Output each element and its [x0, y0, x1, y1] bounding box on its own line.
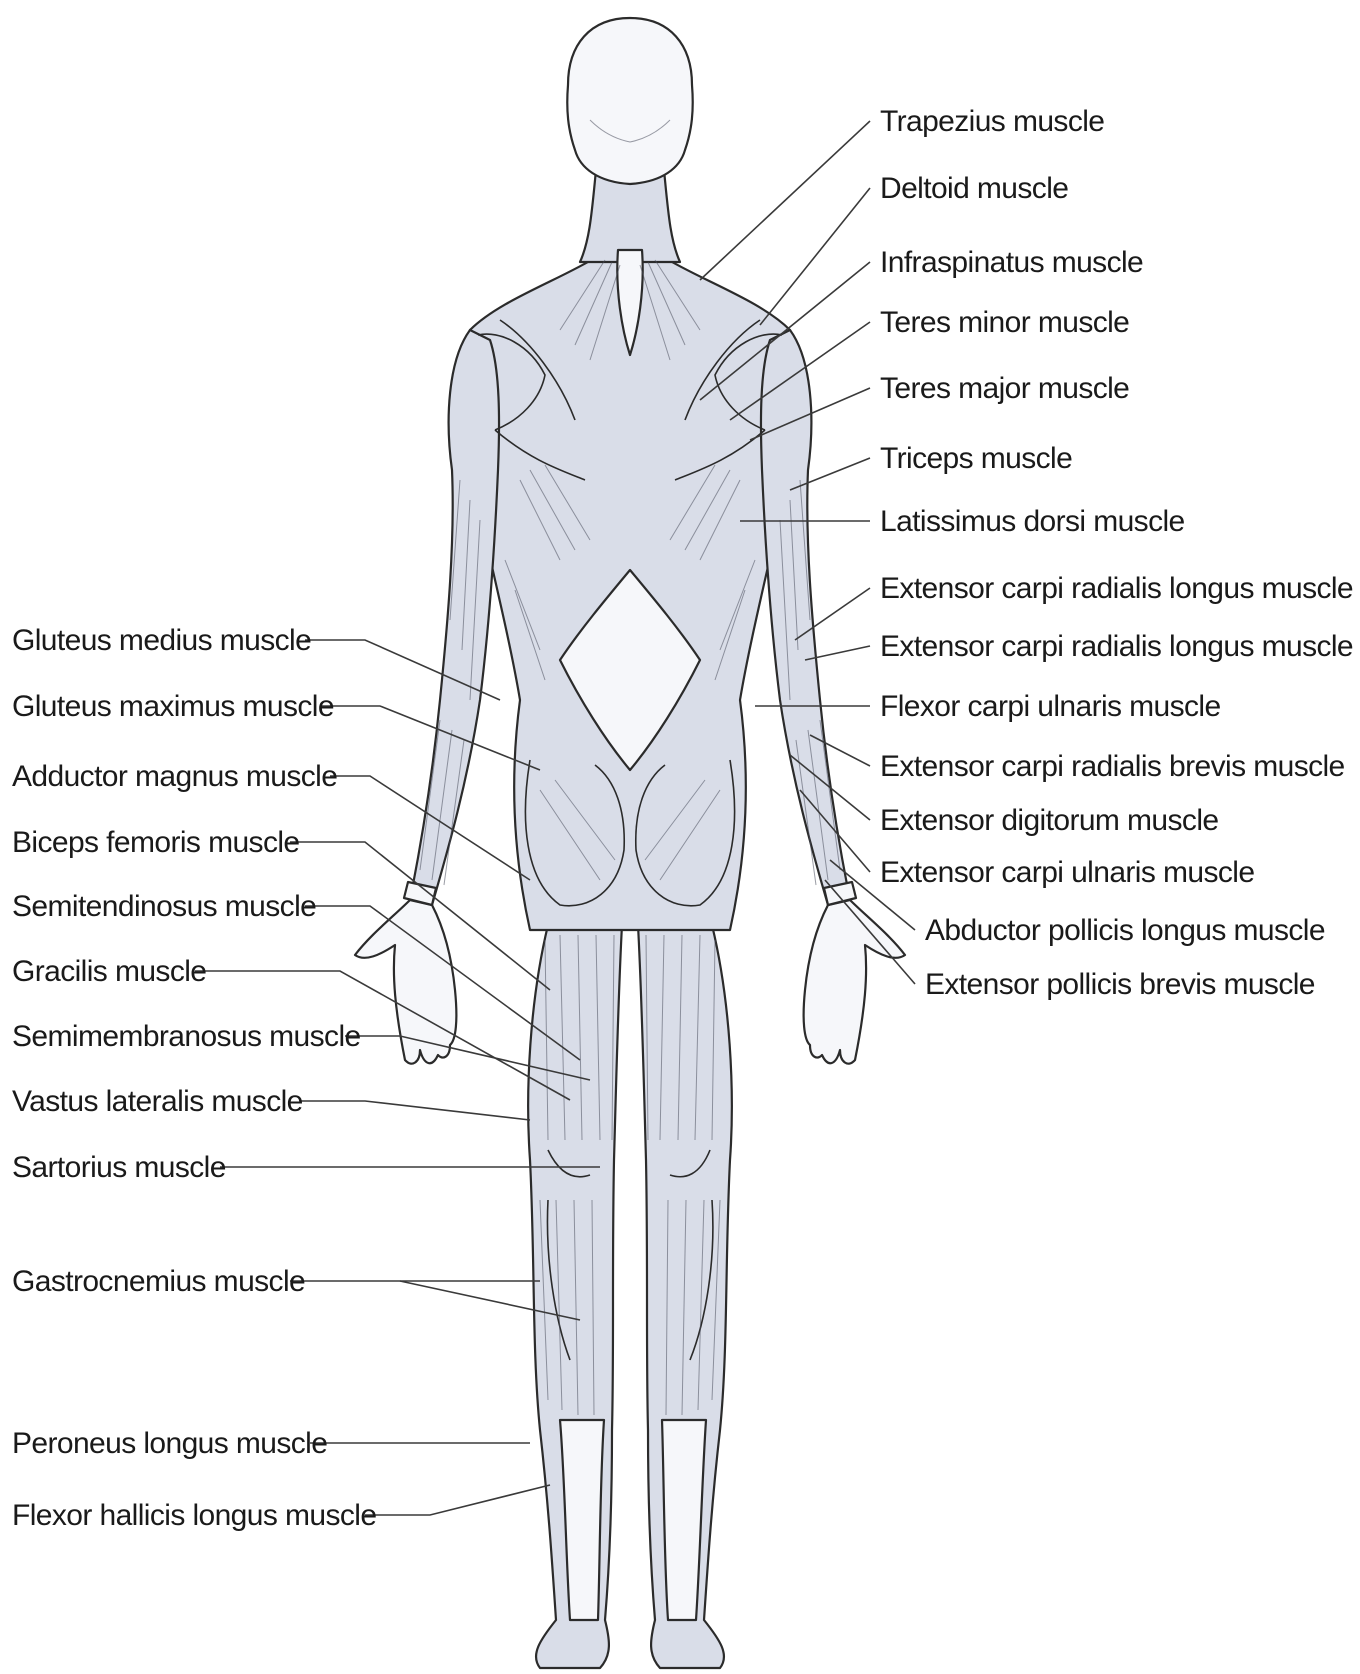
label-extensor-digitorum: Extensor digitorum muscle: [880, 804, 1218, 837]
label-deltoid: Deltoid muscle: [880, 172, 1068, 205]
label-vastus-lateralis: Vastus lateralis muscle: [12, 1085, 303, 1118]
leader-vastus-lateralis: [300, 1101, 530, 1120]
label-extensor-carpi-ulnaris: Extensor carpi ulnaris muscle: [880, 856, 1254, 889]
label-teres-major: Teres major muscle: [880, 372, 1129, 405]
label-gluteus-maximus: Gluteus maximus muscle: [12, 690, 334, 723]
label-gastrocnemius: Gastrocnemius muscle: [12, 1265, 305, 1298]
left-arm: [410, 330, 499, 905]
labels-left: Gluteus medius muscle Gluteus maximus mu…: [12, 624, 376, 1532]
head: [567, 18, 692, 184]
label-abductor-pollicis-longus: Abductor pollicis longus muscle: [925, 914, 1325, 947]
label-gluteus-medius: Gluteus medius muscle: [12, 624, 311, 657]
label-triceps: Triceps muscle: [880, 442, 1072, 475]
label-gracilis: Gracilis muscle: [12, 955, 206, 988]
label-latissimus-dorsi: Latissimus dorsi muscle: [880, 505, 1185, 538]
label-adductor-magnus: Adductor magnus muscle: [12, 760, 337, 793]
left-hand: [355, 900, 456, 1064]
label-extensor-carpi-radialis-longus-1: Extensor carpi radialis longus muscle: [880, 572, 1353, 605]
label-flexor-hallicis-longus: Flexor hallicis longus muscle: [12, 1499, 376, 1532]
label-trapezius: Trapezius muscle: [880, 105, 1104, 138]
label-flexor-carpi-ulnaris: Flexor carpi ulnaris muscle: [880, 690, 1221, 723]
label-extensor-carpi-radialis-longus-2: Extensor carpi radialis longus muscle: [880, 630, 1353, 663]
label-sartorius: Sartorius muscle: [12, 1151, 226, 1184]
label-peroneus-longus: Peroneus longus muscle: [12, 1427, 327, 1460]
right-hand: [804, 900, 905, 1064]
leader-flexor-hallicis-longus: [365, 1485, 550, 1515]
label-infraspinatus: Infraspinatus muscle: [880, 246, 1143, 279]
label-extensor-pollicis-brevis: Extensor pollicis brevis muscle: [925, 968, 1315, 1001]
label-teres-minor: Teres minor muscle: [880, 306, 1129, 339]
label-semimembranosus: Semimembranosus muscle: [12, 1020, 361, 1053]
leader-gluteus-maximus: [320, 706, 540, 770]
label-biceps-femoris: Biceps femoris muscle: [12, 826, 300, 859]
label-extensor-carpi-radialis-brevis: Extensor carpi radialis brevis muscle: [880, 750, 1345, 783]
leader-trapezius: [700, 121, 870, 280]
label-semitendinosus: Semitendinosus muscle: [12, 890, 316, 923]
human-figure-posterior: [355, 18, 905, 1668]
labels-right: Trapezius muscle Deltoid muscle Infraspi…: [880, 105, 1353, 1001]
